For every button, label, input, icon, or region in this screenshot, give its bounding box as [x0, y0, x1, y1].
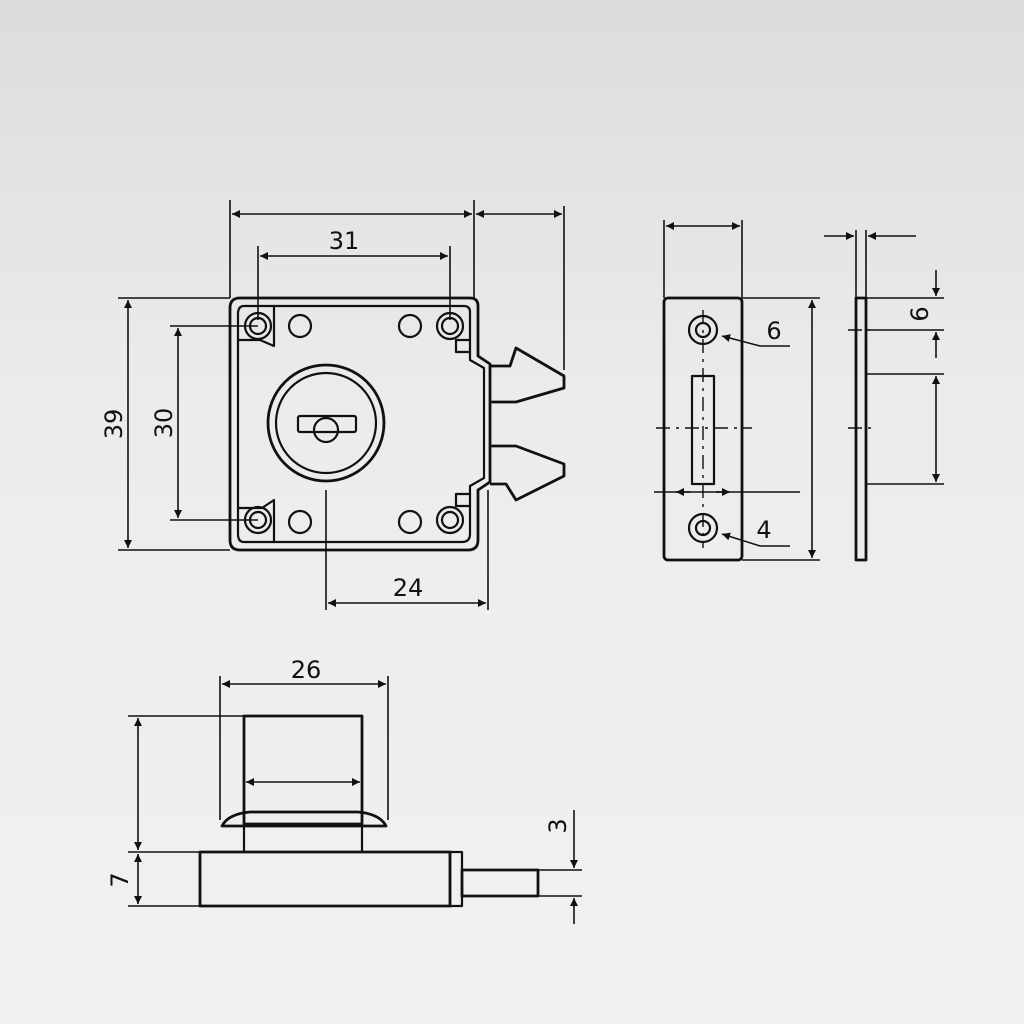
bolt-top: [490, 346, 566, 404]
bolt-bottom: [490, 444, 566, 502]
strike-side-view: 6: [824, 230, 944, 562]
lock-plate-inner: [236, 304, 486, 544]
dim-label-7: 7: [106, 872, 134, 887]
dim-label-39: 39: [100, 409, 128, 440]
front-view: [228, 296, 566, 552]
cylinder-flange: [220, 810, 388, 828]
cylinder-body: [242, 714, 364, 826]
dim-label-31: 31: [329, 227, 360, 255]
side-view: 26 7 3: [106, 656, 582, 924]
strike-plate-outline: [662, 296, 744, 562]
strike-plate-view: 6 4: [654, 220, 820, 562]
side-bolt: [460, 868, 540, 898]
dim-label-3: 3: [544, 818, 572, 833]
notch-bottom-left: [236, 498, 276, 544]
dim-label-hole-6: 6: [766, 317, 781, 345]
dim-label-hole-4: 4: [756, 516, 771, 544]
key-cylinder: [266, 363, 386, 483]
notch-bottom-right: [454, 492, 472, 508]
front-view-dimensions: 31 39 30 24: [100, 200, 565, 610]
dim-label-24: 24: [393, 574, 424, 602]
notch-top-left: [236, 304, 276, 348]
lock-plate-outline: [228, 296, 492, 552]
dim-label-26: 26: [291, 656, 322, 684]
dim-label-thickness-6: 6: [906, 306, 934, 321]
dim-label-30: 30: [150, 408, 178, 439]
lock-case: [198, 850, 452, 908]
notch-top-right: [454, 338, 472, 354]
mounting-holes: [243, 311, 465, 535]
strike-side-outline: [854, 296, 868, 562]
